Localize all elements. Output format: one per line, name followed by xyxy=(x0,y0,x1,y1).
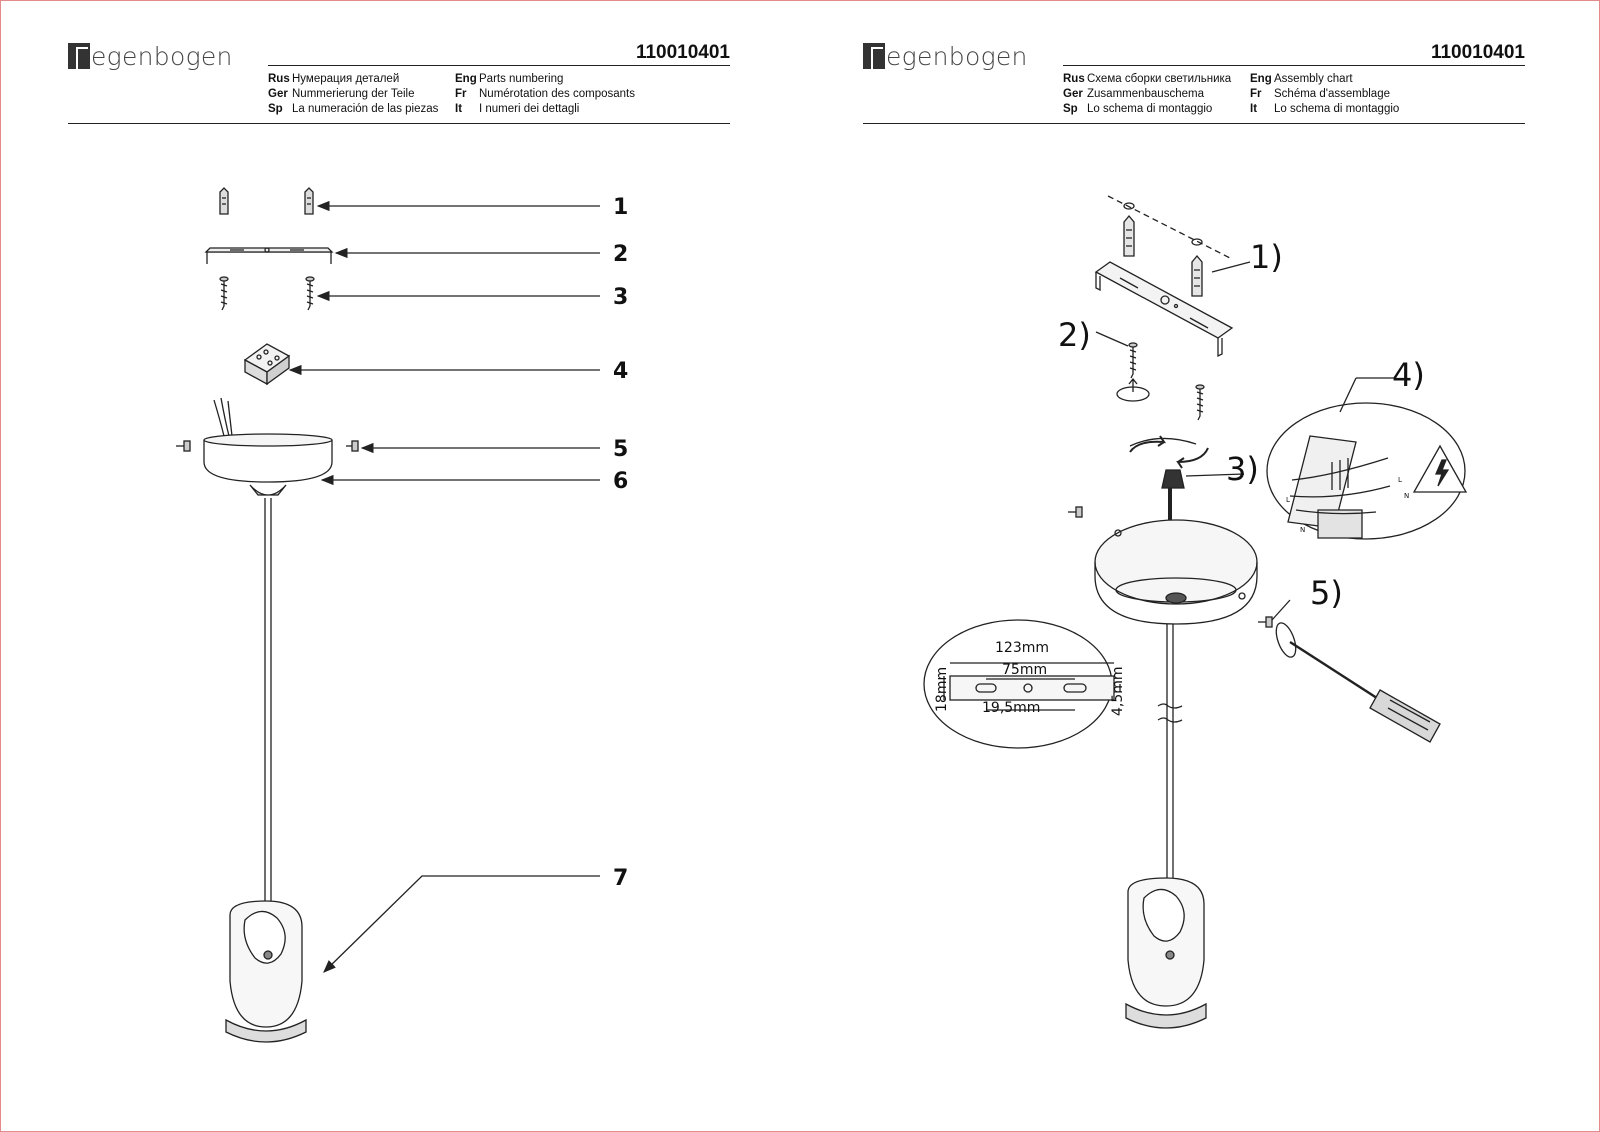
brand-logo: egenbogen xyxy=(863,40,1028,72)
dimension-18mm: 18mm xyxy=(934,667,950,712)
warning-triangle-icon xyxy=(1412,444,1468,493)
logo-text: egenbogen xyxy=(91,41,233,71)
mounting-bracket-icon xyxy=(204,247,334,264)
part-number-3: 3 xyxy=(613,285,628,310)
bracket-dimensions-icon xyxy=(923,619,1121,749)
dimension-19-5mm: 19,5mm xyxy=(982,700,1040,716)
header-bottom-rule xyxy=(863,123,1525,124)
lamp-holder-icon xyxy=(1125,877,1207,1029)
cord-break-mark xyxy=(1157,703,1183,723)
dimension-75mm: 75mm xyxy=(1002,662,1047,678)
step-label-3: 3) xyxy=(1226,450,1259,488)
part-number-1: 1 xyxy=(613,195,628,220)
brand-logo: egenbogen xyxy=(68,40,233,72)
rotate-arrow-icon xyxy=(1116,377,1150,402)
logo-mark-icon xyxy=(863,43,885,69)
side-screw-icon xyxy=(176,440,359,452)
dimension-123mm: 123mm xyxy=(995,640,1049,656)
screw-icon xyxy=(219,276,315,311)
part-number-labels: 1 2 3 4 5 6 7 xyxy=(613,195,628,891)
wall-plug-icon xyxy=(219,187,314,215)
ceiling-line xyxy=(1107,195,1231,259)
document-number: 110010401 xyxy=(635,42,730,63)
side-screw-icon xyxy=(1068,506,1083,518)
lamp-holder-icon xyxy=(225,900,307,1043)
parts-diagram: 1 2 3 4 5 6 7 xyxy=(176,187,628,1043)
assembly-diagram: 1) 2) 3) 4) 5) 123mm 75mm 18mm 19,5mm 4,… xyxy=(923,195,1468,1029)
part-number-7: 7 xyxy=(613,866,628,891)
dimension-labels: 123mm 75mm 18mm 19,5mm 4,5mm xyxy=(934,640,1126,716)
step-label-1: 1) xyxy=(1250,238,1283,276)
part-number-2: 2 xyxy=(613,242,628,267)
ceiling-canopy-icon xyxy=(1094,519,1258,625)
part-number-5: 5 xyxy=(613,437,628,462)
terminal-block-icon xyxy=(243,343,291,386)
rotate-arrow-icon xyxy=(1275,622,1297,658)
cord-nut-icon xyxy=(1161,469,1185,489)
step-label-5: 5) xyxy=(1310,574,1343,612)
step-label-4: 4) xyxy=(1392,356,1425,394)
part-number-4: 4 xyxy=(613,359,628,384)
wiring-detail-icon xyxy=(1266,377,1466,540)
dimension-4-5mm: 4,5mm xyxy=(1110,666,1126,716)
wall-plug-icon xyxy=(1123,214,1203,297)
header-rule xyxy=(1063,65,1525,66)
wire-label: L xyxy=(1398,476,1402,484)
side-screw-icon xyxy=(1258,616,1273,628)
document-number: 110010401 xyxy=(1430,42,1525,63)
wire-labels: L N L N xyxy=(1286,476,1409,534)
header-rule xyxy=(268,65,730,66)
ceiling-canopy-icon xyxy=(203,397,333,496)
step-label-2: 2) xyxy=(1058,316,1091,354)
wire-label: N xyxy=(1404,492,1409,500)
step-labels: 1) 2) 3) 4) 5) xyxy=(1058,238,1425,612)
wire-label: N xyxy=(1300,526,1305,534)
rotate-arrow-icon xyxy=(1129,435,1209,469)
part-number-6: 6 xyxy=(613,469,628,494)
screw-icon xyxy=(1128,342,1205,421)
mounting-bracket-icon xyxy=(1094,261,1234,358)
wire-label: L xyxy=(1286,496,1290,504)
logo-mark-icon xyxy=(68,43,90,69)
header-bottom-rule xyxy=(68,123,730,124)
screwdriver-icon xyxy=(1289,640,1441,743)
logo-text: egenbogen xyxy=(886,41,1028,71)
